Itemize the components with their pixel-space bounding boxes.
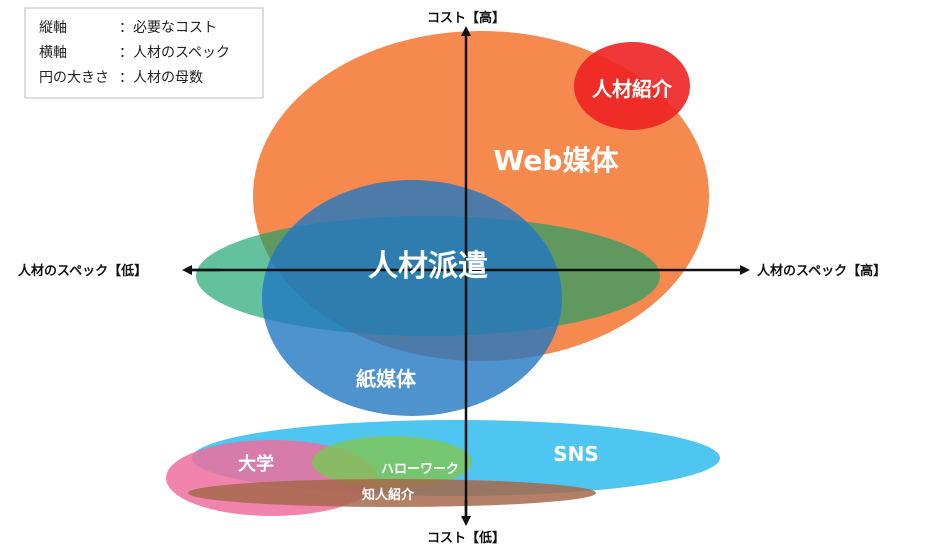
legend-row-2-sep: ： <box>119 45 133 61</box>
bubble-kami <box>262 180 562 416</box>
legend-row-3-sep: ： <box>119 70 133 86</box>
legend: 縦軸 ： 必要なコスト 横軸 ： 人材のスペック 円の大きさ ： 人材の母数 <box>24 7 264 99</box>
axis-label-left: 人材のスペック【低】 <box>18 263 147 279</box>
bubble-label-jinzai-shokai: 人材紹介 <box>592 77 673 101</box>
bubble-label-hellowork: ハローワーク <box>381 462 459 477</box>
legend-row-1-value: 必要なコスト <box>133 20 217 36</box>
legend-row-3-key: 円の大きさ <box>39 70 109 86</box>
axis-label-top: コスト【高】 <box>427 10 505 26</box>
bubble-hellowork <box>312 436 472 488</box>
bubble-label-chijin: 知人紹介 <box>362 487 415 503</box>
bubble-label-web: Web媒体 <box>494 144 620 177</box>
bubble-chijin <box>188 479 596 507</box>
legend-row-2-value: 人材のスペック <box>133 45 230 61</box>
axis-label-right: 人材のスペック【高】 <box>757 263 886 279</box>
legend-row-1-sep: ： <box>119 20 133 36</box>
bubble-label-jinzai-haken: 人材派遣 <box>368 249 488 284</box>
legend-row-2-key: 横軸 <box>39 45 67 61</box>
bubble-label-kami: 紙媒体 <box>356 367 417 391</box>
axes <box>182 26 750 526</box>
bubble-label-sns: SNS <box>553 442 599 466</box>
bubble-label-daigaku: 大学 <box>238 453 274 475</box>
legend-row-1-key: 縦軸 <box>39 20 67 36</box>
bubbles <box>166 31 720 516</box>
bubble-jinzai-shokai <box>574 42 690 130</box>
legend-row-3-value: 人材の母数 <box>133 70 203 86</box>
legend-box <box>24 7 264 99</box>
axis-label-bottom: コスト【低】 <box>427 530 505 546</box>
